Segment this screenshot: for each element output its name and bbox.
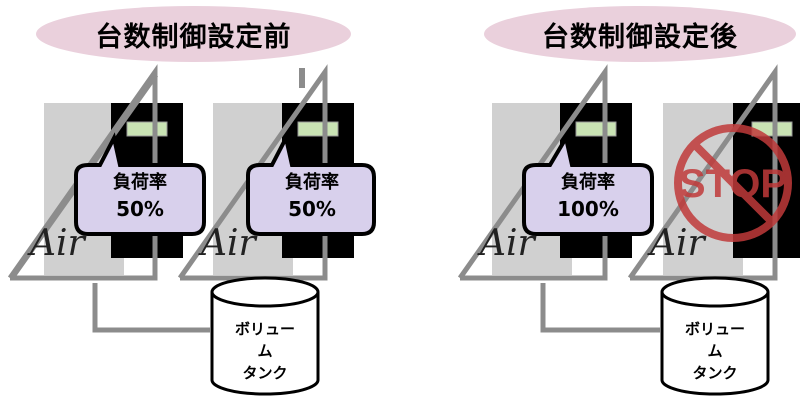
load-text-2: 負荷率 50% [249,170,375,222]
indicator-1 [126,121,168,137]
indicator-3 [575,121,617,137]
tank-label-after-line1: ボリュー [684,320,745,338]
volume-tank-before [210,276,320,396]
load-bubble-2 [246,132,376,236]
load-bubble-1 [74,132,206,236]
load-text-3: 負荷率 100% [525,170,651,222]
tank-label-before-line2: ム [257,342,273,360]
load-label-3: 負荷率 [561,172,615,193]
tank-label-after-line2: ム [707,342,723,360]
tank-label-before-line3: タンク [242,364,288,382]
pipe-left [92,283,210,333]
pipe-right [540,283,660,333]
load-bubble-3 [522,132,654,236]
title-before: 台数制御設定前 [36,6,351,62]
tank-label-before-line1: ボリュー [234,320,295,338]
load-label-1: 負荷率 [113,172,167,193]
air-label-4: Air [650,223,705,264]
stop-icon: STOP [674,124,792,242]
load-value-2: 50% [288,197,336,221]
load-text-1: 負荷率 50% [77,170,203,222]
air-label-1: Air [30,223,85,264]
load-value-1: 50% [116,197,164,221]
tank-label-after-line3: タンク [692,364,738,382]
indicator-2 [297,121,339,137]
load-value-3: 100% [557,197,619,221]
tank-label-after: ボリュー ム タンク [670,318,760,384]
load-label-2: 負荷率 [285,172,339,193]
title-after: 台数制御設定後 [484,6,796,62]
tank-label-before: ボリュー ム タンク [220,318,310,384]
air-label-2: Air [201,223,256,264]
stop-label: STOP [679,162,787,206]
volume-tank-after [660,276,770,396]
air-label-3: Air [480,223,535,264]
